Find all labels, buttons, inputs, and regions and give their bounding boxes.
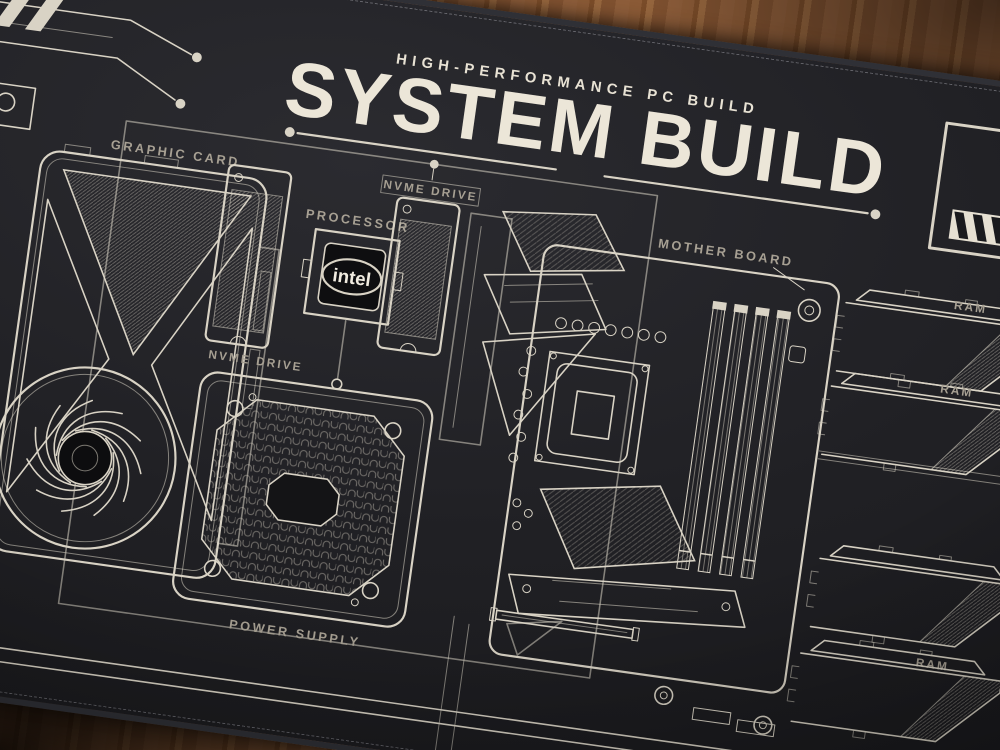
ram-slots bbox=[676, 300, 792, 580]
gpu-shroud-top bbox=[62, 168, 253, 357]
label-power-supply: POWER SUPPLY bbox=[228, 616, 361, 649]
gpu-callout-box bbox=[57, 120, 659, 679]
title-underline-left bbox=[284, 127, 557, 171]
label-mother-board: MOTHER BOARD bbox=[657, 235, 794, 269]
gpu-fan bbox=[0, 366, 177, 550]
board-bottom-ports bbox=[654, 685, 776, 738]
corner-stripes bbox=[0, 0, 88, 32]
capacitor-dots bbox=[508, 317, 667, 531]
motherboard-diagram: MOTHER BOARD bbox=[482, 210, 840, 738]
chipset-heatsink bbox=[506, 485, 746, 656]
nvme-bracket bbox=[438, 212, 513, 446]
fan-hub bbox=[57, 430, 113, 486]
title-underline-right bbox=[603, 175, 881, 220]
ram-module-2: RAM bbox=[813, 363, 1000, 491]
circuit-traces bbox=[0, 0, 202, 109]
psu-hub bbox=[265, 472, 340, 527]
pcie-slot bbox=[488, 607, 640, 642]
gpu-shroud-left bbox=[5, 198, 110, 493]
label-graphic-card: GRAPHIC CARD bbox=[110, 137, 241, 170]
cpu-socket bbox=[533, 350, 651, 476]
label-ram-2: RAM bbox=[939, 381, 974, 400]
label-nvme-left: NVME DRIVE bbox=[208, 347, 304, 374]
border-lines bbox=[0, 615, 1000, 750]
title-main: SYSTEM BUILD bbox=[280, 46, 893, 215]
loading-box bbox=[927, 121, 1000, 271]
psu-diagram: POWER SUPPLY bbox=[172, 371, 434, 650]
motherboard-outline bbox=[488, 244, 840, 694]
ram-connection-lines bbox=[817, 450, 1000, 499]
gpu-io-bracket bbox=[0, 81, 37, 131]
ram-module-4: RAM bbox=[782, 630, 1000, 750]
title-block: HIGH-PERFORMANCE PC BUILD SYSTEM BUILD bbox=[280, 46, 893, 220]
ram-module-1: RAM bbox=[827, 280, 1000, 407]
label-ram-1: RAM bbox=[953, 298, 988, 317]
io-shroud bbox=[482, 210, 626, 436]
